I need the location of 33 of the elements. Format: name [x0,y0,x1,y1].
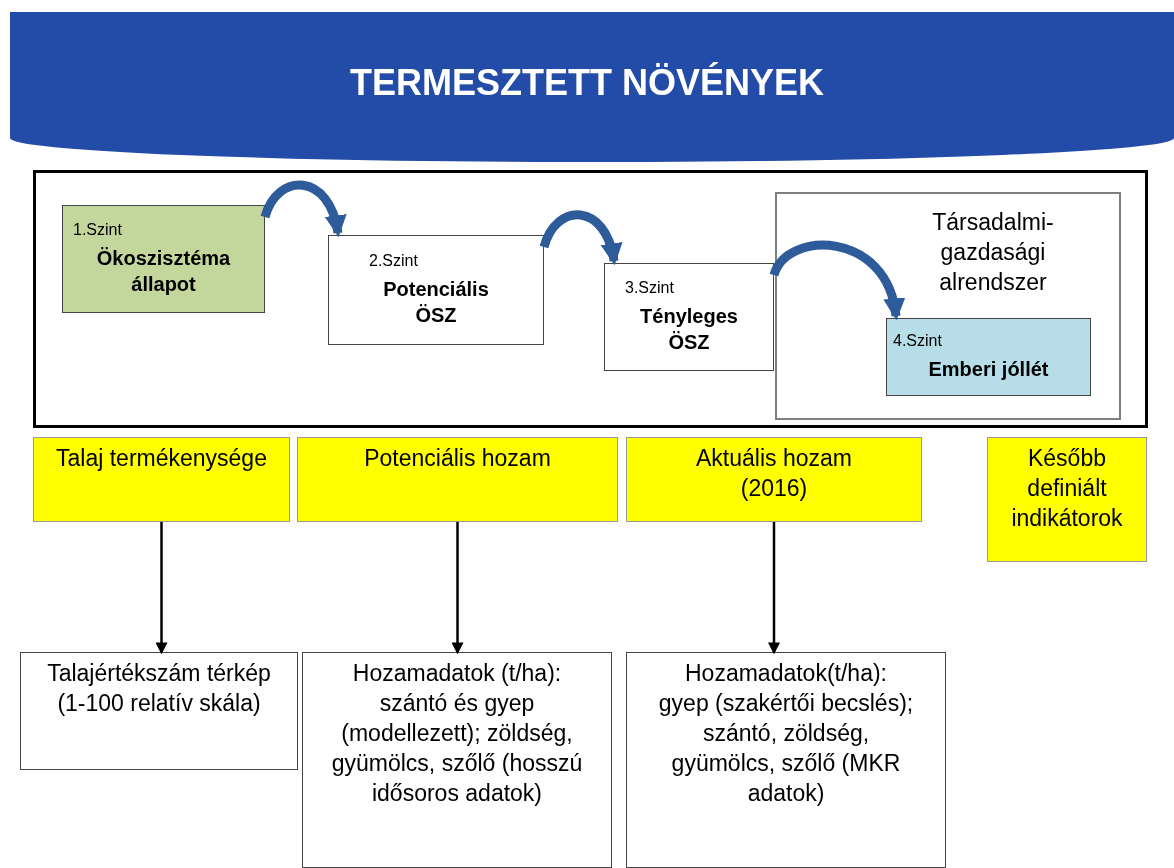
frame-box [33,170,1148,428]
level-box [62,205,265,313]
node-text: Társadalmi-gazdasági alrendszer [931,208,1055,297]
level-label: 1.Szint [73,221,122,239]
group-box [775,192,1121,420]
node-text: Potenciális hozam [364,444,551,473]
indicator-box [297,437,618,522]
node-text: Később definiált indikátorok [1010,444,1124,533]
arrow [155,522,168,655]
node-text: Hozamadatok (t/ha): szántó és gyep (modellezett); zöldség, gyümölcs, szőlő (hosszú idősoros adatok) [330,659,584,808]
node-text: Talaj termékenysége [56,444,267,473]
node-text: Talajértékszám térkép (1-100 relatív skála) [46,659,272,718]
level-box [20,652,298,770]
level-label: 2.Szint [369,252,418,270]
level-label: 4.Szint [893,332,942,350]
arrow [768,522,780,655]
title: TERMESZTETT NÖVÉNYEK [349,62,825,104]
arrow [451,522,464,655]
indicator-box [626,437,922,522]
level-box [604,263,774,371]
level-title: Tényleges ÖSZ [639,304,739,355]
level-box [626,652,946,868]
level-title: Potenciális ÖSZ [382,277,490,328]
level-title: Emberi jóllét [928,357,1049,382]
indicator-box [987,437,1147,562]
level-box [328,235,544,345]
level-box [302,652,612,868]
level-label: 3.Szint [625,279,674,297]
node-text: Aktuális hozam (2016) [695,444,853,503]
indicator-box [33,437,290,522]
node-text: Hozamadatok(t/ha): gyep (szakértői becslés); szántó, zöldség, gyümölcs, szőlő (MKR adatok) [657,659,915,808]
level-box [886,318,1091,396]
level-title: Ökoszisztéma állapot [95,246,232,297]
